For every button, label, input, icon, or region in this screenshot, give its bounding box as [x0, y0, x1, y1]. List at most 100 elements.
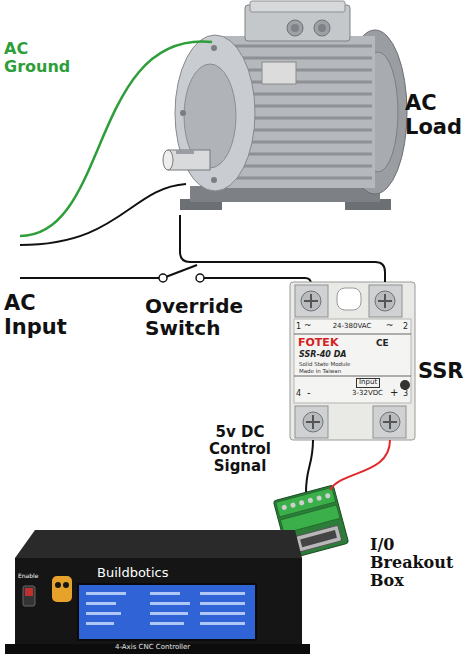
motor-illustration [262, 62, 296, 84]
override-switch-symbol [163, 265, 197, 278]
controller-illustration [150, 602, 190, 605]
ssr-body [310, 294, 312, 308]
brand-text: Buildbotics [97, 566, 168, 581]
motor-illustration [168, 150, 210, 170]
motor-illustration [250, 1, 345, 12]
controller-illustration [5, 644, 310, 654]
ssr-body [375, 291, 395, 311]
polarity-mark: + [390, 387, 398, 398]
override-switch-symbol [159, 274, 167, 282]
motor-illustration [291, 24, 299, 32]
breakout-illustration [300, 530, 337, 547]
cert-mark: CE [376, 338, 389, 348]
controller-illustration [78, 584, 256, 640]
wire-connector [306, 440, 313, 492]
controller-illustration [25, 588, 33, 596]
ssr-body [384, 294, 386, 308]
breakout-box: I/0 Breakout Box [270, 488, 470, 588]
ac-wires [20, 41, 311, 292]
input-rating: 3-32VDC [352, 390, 383, 398]
ssr-body [373, 406, 406, 438]
ground-label: AC Ground [4, 40, 86, 76]
controller-illustration [200, 592, 245, 595]
ssr-body [303, 412, 323, 432]
ssr-body [294, 319, 411, 403]
controller-illustration [200, 602, 245, 605]
controller-illustration [55, 582, 61, 588]
override-switch-symbol [159, 265, 204, 282]
motor-illustration [211, 177, 217, 183]
input-label: Input [356, 378, 380, 388]
ssr-body [400, 380, 410, 390]
model-text: SSR-40 DA [299, 351, 346, 360]
ssr-body [380, 412, 400, 432]
controller-illustration [200, 612, 245, 615]
breakout-illustration [325, 493, 331, 499]
motor-illustration [163, 150, 173, 170]
motor-illustration [318, 24, 326, 32]
ssr-body [294, 334, 411, 335]
controller-illustration [200, 622, 245, 625]
breakout-illustration [316, 495, 322, 501]
ssr-body [294, 376, 411, 377]
ssr-body [290, 282, 415, 440]
motor-illustration [180, 110, 186, 116]
ssr-body [369, 285, 402, 317]
motor-illustration [176, 150, 194, 154]
ac-wires [20, 184, 186, 245]
ssr-body [312, 415, 314, 429]
wire-connector [330, 440, 390, 490]
ssr-body [295, 406, 328, 438]
controller-illustration [86, 592, 245, 625]
terminal-number: 2 [403, 323, 408, 332]
controller-illustration [15, 558, 302, 646]
ssr-module: SSR1~24-380VAC~2FOTEKSSR-40 DASolid Stat… [290, 282, 470, 440]
motor-illustration [211, 45, 217, 51]
controller-illustration [86, 612, 121, 615]
polarity-mark: - [307, 387, 311, 398]
brand-text: FOTEK [298, 337, 338, 349]
terminal-mark: ~ [386, 320, 394, 330]
ssr-body [337, 288, 361, 310]
terminal-number: 1 [296, 323, 301, 332]
ssr-body [301, 291, 321, 311]
switch-label: Override Switch [145, 295, 270, 340]
ac-wires [20, 277, 159, 279]
controller-illustration [150, 622, 184, 625]
controller-illustration [5, 530, 310, 654]
switch-label: Enable [18, 573, 38, 580]
controller-illustration [15, 530, 302, 558]
motor-illustration [222, 177, 372, 180]
ssr-body [389, 415, 391, 429]
terminal-number: 3 [403, 390, 408, 399]
cnc-controller: BuildboticsEnable4-Axis CNC Controller [15, 528, 305, 663]
controller-illustration [63, 582, 69, 588]
terminal-mark: ~ [304, 320, 312, 330]
controller-illustration [86, 622, 114, 625]
origin-text: Made in Taiwan [299, 368, 341, 374]
motor-illustration [287, 20, 303, 36]
rating-text: 24-380VAC [324, 323, 380, 331]
motor-illustration [163, 1, 407, 210]
ssr-body [290, 282, 415, 440]
motor-illustration [222, 57, 372, 60]
controller-illustration [52, 576, 72, 602]
motor-illustration [314, 20, 330, 36]
wire-connector [180, 215, 385, 282]
breakout-illustration [295, 525, 342, 552]
terminal-number: 4 [296, 390, 301, 399]
load-label: AC Load [405, 92, 469, 139]
override-switch-symbol [196, 274, 204, 282]
input-label: AC Input [4, 292, 74, 339]
breakout-illustration [290, 502, 296, 508]
controller-illustration [150, 612, 188, 615]
motor-illustration [222, 45, 372, 48]
module-text: Solid State Module [299, 361, 350, 367]
controller-illustration [23, 586, 35, 606]
motor-load: AC Load [150, 0, 470, 215]
controller-illustration [86, 592, 126, 595]
ssr-body [295, 285, 328, 317]
breakout-illustration [281, 504, 287, 510]
controller-illustration [86, 602, 116, 605]
